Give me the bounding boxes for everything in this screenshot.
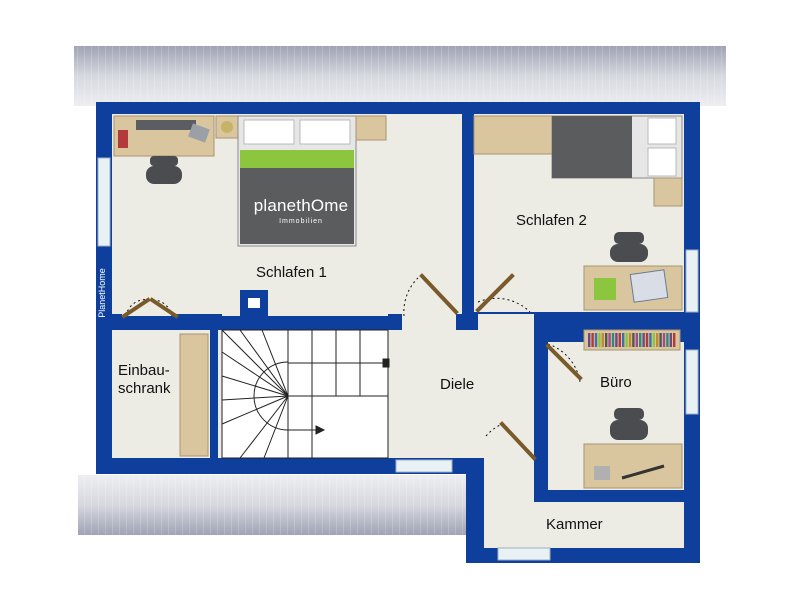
bed-schlafen1 bbox=[215, 115, 387, 247]
book-spine bbox=[588, 333, 591, 347]
door-leaves bbox=[121, 273, 583, 461]
bed-schlafen2 bbox=[473, 115, 683, 207]
room-label-einbauschrank-2: schrank bbox=[118, 380, 171, 397]
book-spine bbox=[639, 333, 642, 347]
book-spine bbox=[605, 333, 608, 347]
chair-schlafen2 bbox=[610, 232, 648, 262]
built-in-wardrobe bbox=[179, 333, 209, 457]
book-spine bbox=[642, 333, 645, 347]
book-spine bbox=[601, 333, 604, 347]
roof-bottom bbox=[78, 475, 470, 535]
book-spine bbox=[632, 333, 635, 347]
bookshelf-buero bbox=[583, 329, 681, 351]
book-spine bbox=[615, 333, 618, 347]
desk-schlafen1 bbox=[113, 115, 215, 157]
room-label-buero: Büro bbox=[600, 374, 632, 391]
book-spine bbox=[591, 333, 594, 347]
room-label-schlafen2: Schlafen 2 bbox=[516, 212, 587, 229]
room-label-einbauschrank-1: Einbau- bbox=[118, 362, 170, 379]
book-spine bbox=[622, 333, 625, 347]
book-spine bbox=[625, 333, 628, 347]
book-spine bbox=[662, 333, 666, 347]
book-spine bbox=[656, 333, 659, 347]
windows bbox=[97, 157, 699, 561]
room-label-kammer: Kammer bbox=[546, 516, 603, 533]
book-spine bbox=[659, 333, 662, 347]
book-spine bbox=[669, 333, 672, 347]
book-spine bbox=[635, 333, 638, 347]
book-spine bbox=[666, 333, 669, 347]
staircase bbox=[221, 329, 390, 459]
book-spine bbox=[608, 333, 611, 347]
book-spine bbox=[645, 333, 649, 347]
book-spine bbox=[598, 333, 601, 347]
chair-schlafen1 bbox=[146, 156, 182, 184]
roof-top bbox=[74, 46, 726, 106]
desk-buero bbox=[583, 443, 683, 489]
bed-logo-name: planethOme bbox=[253, 196, 349, 215]
interior-walls bbox=[112, 114, 700, 550]
book-spine bbox=[673, 333, 676, 347]
bed-logo: planethOme Immobilien bbox=[242, 196, 360, 225]
planethome-watermark: PlanetHome bbox=[92, 262, 112, 324]
chimney-opening bbox=[248, 298, 260, 308]
book-spine bbox=[611, 333, 615, 347]
desk-schlafen2 bbox=[583, 265, 683, 311]
room-label-diele: Diele bbox=[440, 376, 475, 393]
chair-buero bbox=[610, 408, 648, 440]
bed-logo-sub: Immobilien bbox=[279, 218, 323, 225]
book-spine bbox=[594, 333, 598, 347]
book-spine bbox=[618, 333, 621, 347]
watermark-text: PlanetHome bbox=[97, 268, 107, 318]
book-spine bbox=[649, 333, 652, 347]
book-spine bbox=[652, 333, 655, 347]
room-label-schlafen1: Schlafen 1 bbox=[256, 264, 327, 281]
book-spine bbox=[628, 333, 632, 347]
